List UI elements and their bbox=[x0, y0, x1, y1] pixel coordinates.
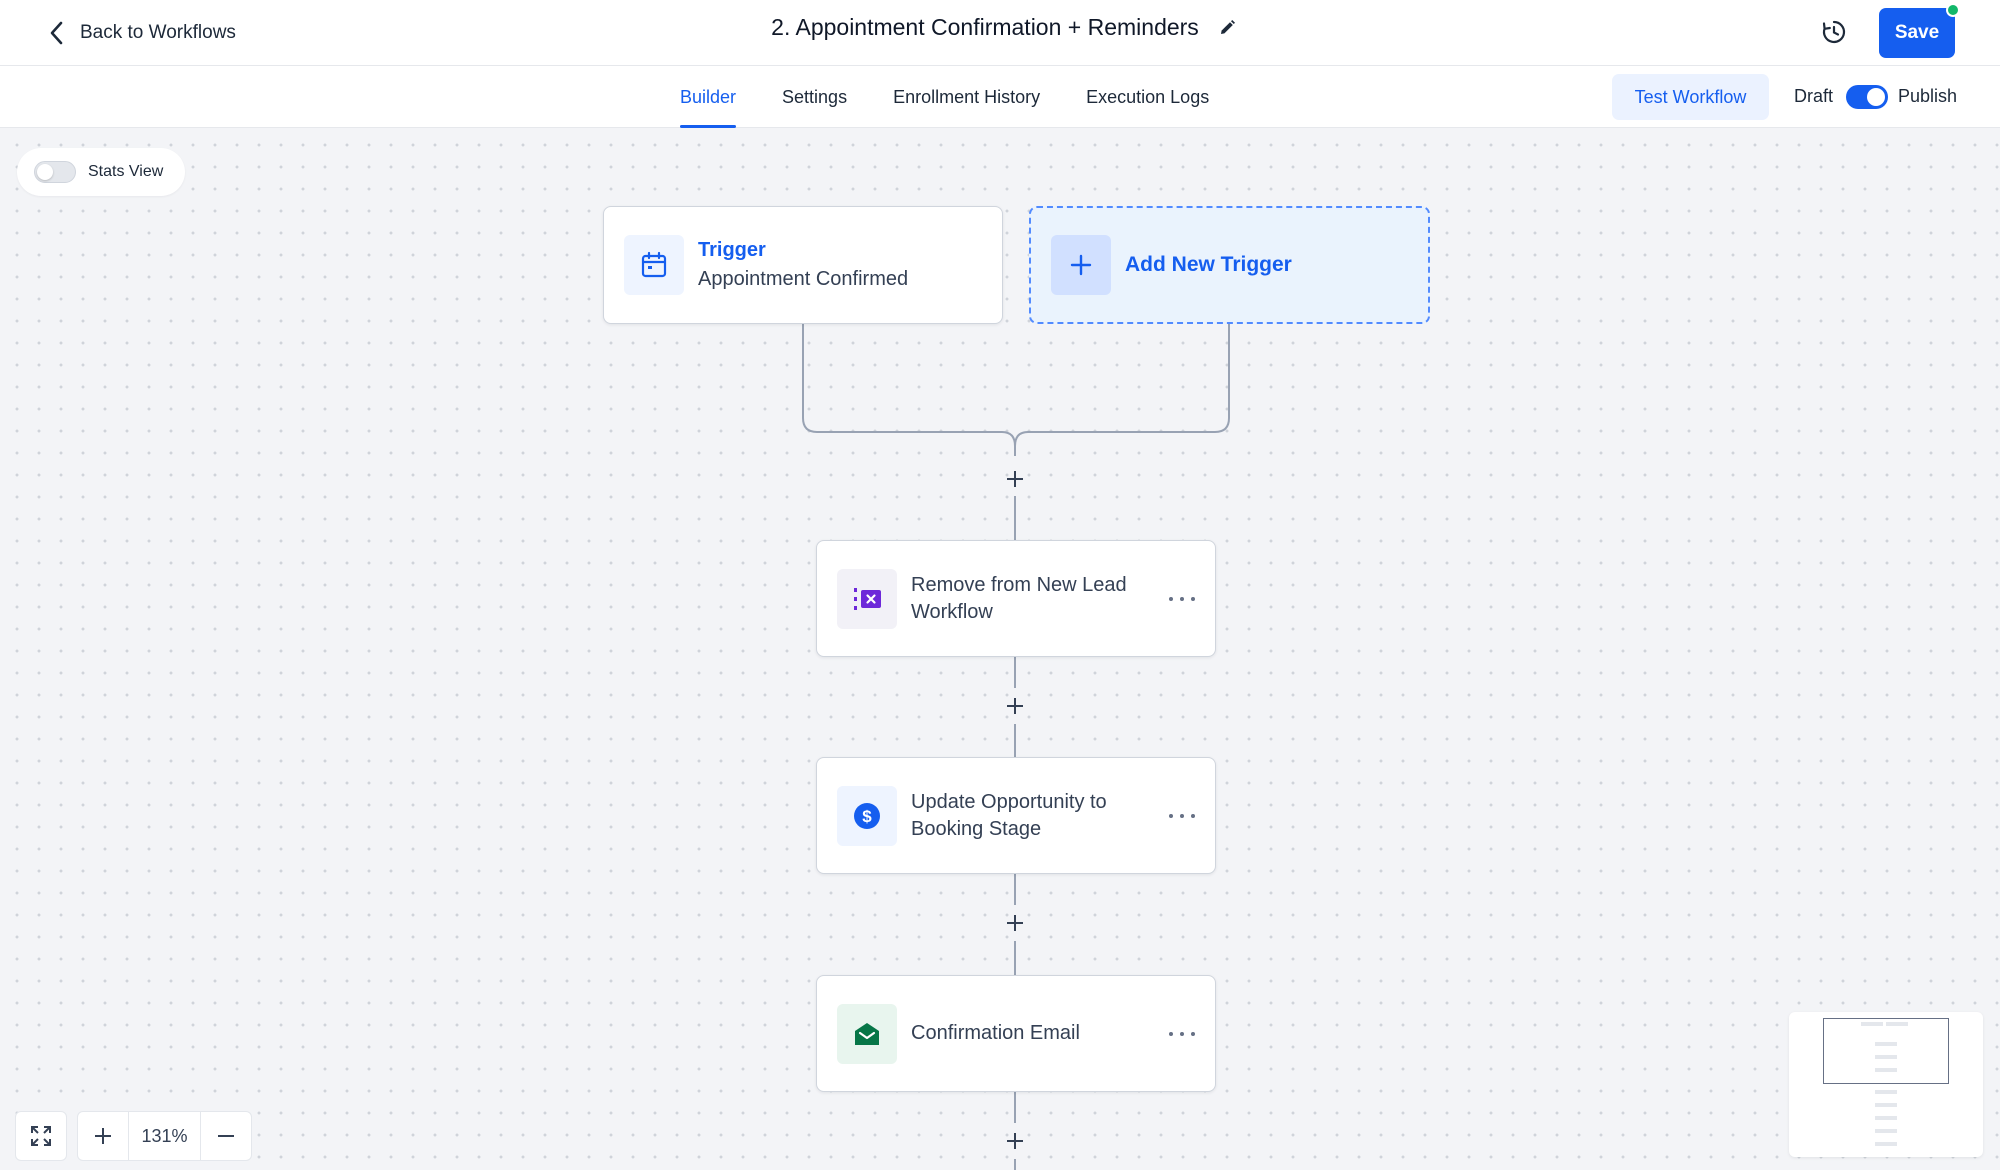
publish-toggle[interactable] bbox=[1846, 85, 1888, 109]
trigger-subtitle: Appointment Confirmed bbox=[698, 268, 909, 290]
minimap-node bbox=[1886, 1022, 1908, 1026]
history-icon[interactable] bbox=[1819, 17, 1849, 47]
trigger-title: Trigger bbox=[698, 239, 766, 261]
add-step-button[interactable] bbox=[1001, 909, 1029, 937]
zoom-controls: 131% bbox=[77, 1111, 252, 1161]
tab-execution-logs[interactable]: Execution Logs bbox=[1086, 86, 1210, 107]
minimap-node bbox=[1875, 1055, 1897, 1059]
fit-view-button[interactable] bbox=[15, 1111, 67, 1161]
stats-view-label: Stats View bbox=[88, 163, 164, 180]
action-label: Update Opportunity to Booking Stage bbox=[911, 790, 1107, 840]
publish-label: Publish bbox=[1898, 86, 1958, 106]
action-card-confirmation-email[interactable]: Confirmation Email bbox=[816, 975, 1216, 1092]
more-options-icon[interactable] bbox=[1169, 591, 1195, 607]
add-step-button[interactable] bbox=[1001, 465, 1029, 493]
tabs: Builder Settings Enrollment History Exec… bbox=[680, 66, 1209, 128]
minimap-node bbox=[1875, 1090, 1897, 1094]
tab-builder[interactable]: Builder bbox=[680, 66, 737, 128]
svg-text:$: $ bbox=[862, 807, 872, 826]
plus-icon bbox=[1007, 915, 1023, 931]
expand-icon bbox=[31, 1126, 51, 1146]
add-new-trigger-label: Add New Trigger bbox=[1125, 253, 1292, 276]
dollar-icon: $ bbox=[837, 785, 897, 846]
back-to-workflows-link[interactable]: Back to Workflows bbox=[46, 16, 236, 50]
trigger-text: Trigger Appointment Confirmed bbox=[698, 239, 908, 291]
email-icon bbox=[837, 1003, 897, 1064]
save-button[interactable]: Save bbox=[1879, 8, 1955, 58]
trigger-card[interactable]: Trigger Appointment Confirmed bbox=[603, 206, 1003, 324]
plus-icon bbox=[1007, 471, 1023, 487]
toggle-knob bbox=[1867, 88, 1885, 106]
minimap-node bbox=[1875, 1103, 1897, 1107]
stats-view-control: Stats View bbox=[17, 148, 185, 196]
test-workflow-button[interactable]: Test Workflow bbox=[1612, 74, 1769, 120]
minimap-node bbox=[1875, 1129, 1897, 1133]
plus-icon bbox=[1051, 235, 1111, 295]
tab-enrollment-history[interactable]: Enrollment History bbox=[893, 86, 1041, 107]
minimap-node bbox=[1875, 1042, 1897, 1046]
plus-icon bbox=[1007, 1133, 1023, 1149]
add-new-trigger-button[interactable]: Add New Trigger bbox=[1029, 206, 1430, 324]
remove-workflow-icon bbox=[837, 568, 897, 629]
more-options-icon[interactable] bbox=[1169, 808, 1195, 824]
calendar-icon bbox=[624, 235, 684, 295]
minimap-node bbox=[1875, 1068, 1897, 1072]
minimap-node bbox=[1861, 1022, 1883, 1026]
tab-bar: Builder Settings Enrollment History Exec… bbox=[0, 66, 2000, 128]
action-label: Remove from New Lead Workflow bbox=[911, 573, 1127, 623]
stats-view-toggle[interactable] bbox=[34, 161, 76, 183]
unsaved-status-dot bbox=[1946, 3, 1960, 17]
zoom-out-button[interactable] bbox=[201, 1112, 251, 1160]
zoom-level: 131% bbox=[128, 1112, 201, 1160]
back-label: Back to Workflows bbox=[80, 22, 236, 43]
tab-settings[interactable]: Settings bbox=[782, 86, 848, 107]
add-step-button[interactable] bbox=[1001, 692, 1029, 720]
more-options-icon[interactable] bbox=[1169, 1026, 1195, 1042]
plus-icon bbox=[1007, 698, 1023, 714]
minimap-viewport[interactable] bbox=[1823, 1018, 1949, 1084]
workflow-title: 2. Appointment Confirmation + Reminders bbox=[771, 14, 1199, 40]
draft-label: Draft bbox=[1794, 86, 1834, 106]
top-bar: Back to Workflows 2. Appointment Confirm… bbox=[0, 0, 2000, 66]
minimap-node bbox=[1875, 1116, 1897, 1120]
minimap[interactable] bbox=[1789, 1012, 1983, 1157]
action-card-update-opportunity[interactable]: $ Update Opportunity to Booking Stage bbox=[816, 757, 1216, 874]
pencil-icon[interactable] bbox=[1217, 18, 1237, 38]
title-area: 2. Appointment Confirmation + Reminders bbox=[0, 14, 2000, 41]
zoom-in-button[interactable] bbox=[78, 1112, 128, 1160]
chevron-left-icon bbox=[50, 21, 63, 45]
minus-icon bbox=[218, 1135, 234, 1137]
toggle-knob bbox=[37, 164, 53, 180]
minimap-node bbox=[1875, 1142, 1897, 1146]
action-label: Confirmation Email bbox=[911, 1022, 1080, 1044]
action-card-remove-from-workflow[interactable]: Remove from New Lead Workflow bbox=[816, 540, 1216, 657]
plus-icon bbox=[95, 1128, 111, 1144]
add-step-button[interactable] bbox=[1001, 1127, 1029, 1155]
